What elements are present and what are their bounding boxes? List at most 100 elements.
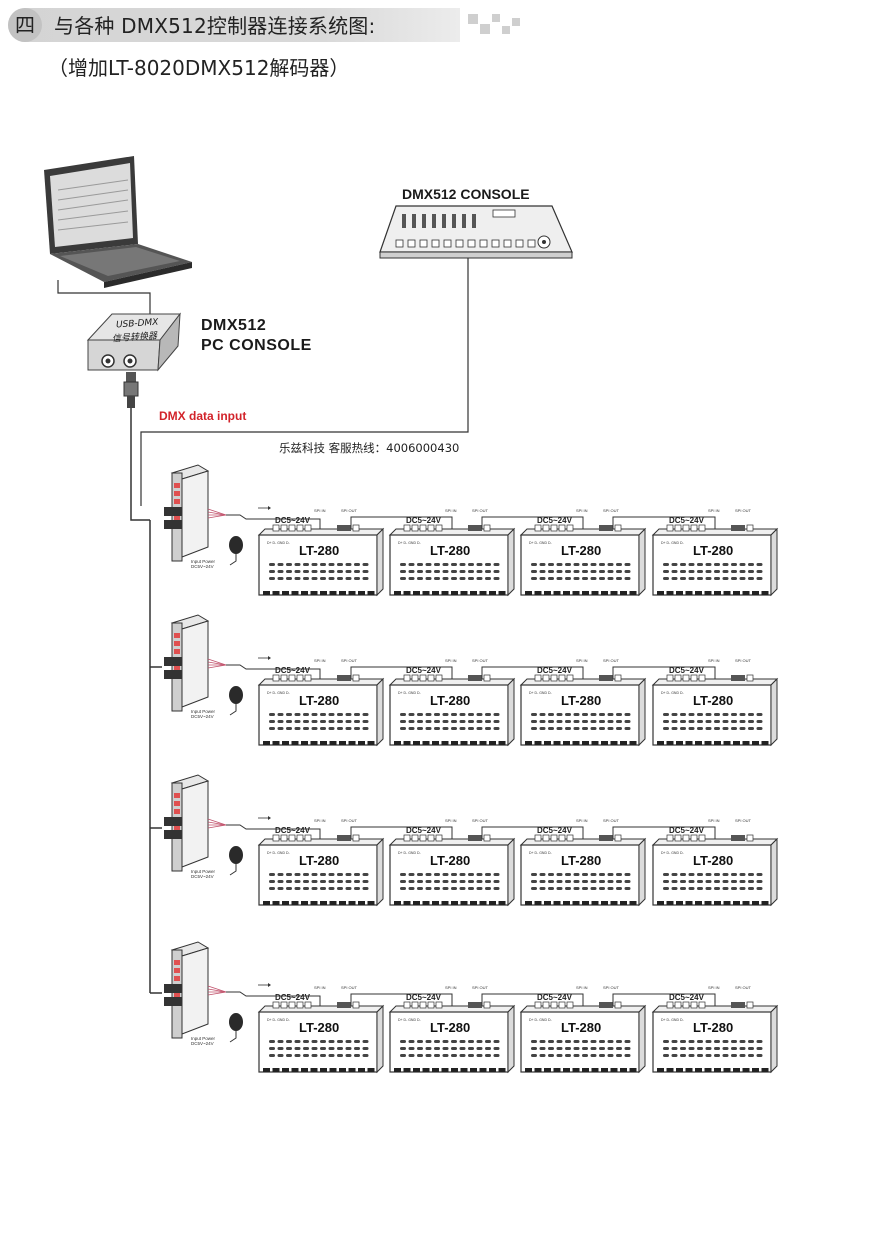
terminal-label: D+ D- GND D- [661,1018,684,1022]
spi-cable [350,993,453,1006]
spi-in-label: SPI IN [576,508,588,513]
power-adapter-icon [229,846,243,864]
spi-in-label: SPI IN [708,658,720,663]
section-subtitle: （增加LT-8020DMX512解码器） [48,56,350,80]
terminal-label: D+ D- GND D- [661,851,684,855]
voltage-label: DC5~24V [669,826,705,835]
model-label: LT-280 [693,1020,733,1035]
spi-in-label: SPI IN [314,508,326,513]
spi-cable [350,826,453,839]
voltage-label: DC5~24V [406,666,442,675]
terminal-label: D+ D- GND D- [661,691,684,695]
spi-out-label: SPI OUT [603,658,620,663]
decor-square [468,14,478,24]
spi-cable [612,993,716,1006]
voltage-label: DC5~24V [406,516,442,525]
spi-in-label: SPI IN [445,658,457,663]
terminal-label: D+ D- GND D- [529,691,552,695]
spi-cable [481,666,584,679]
terminal-label: D+ D- GND D- [398,851,421,855]
spi-cable [350,666,453,679]
spi-out-label: SPI OUT [341,508,358,513]
spi-cable [612,666,716,679]
spi-out-label: SPI OUT [341,818,358,823]
power-label: DC5V~24V [191,564,214,569]
power-adapter-icon [229,686,243,704]
spi-out-label: SPI OUT [735,508,752,513]
model-label: LT-280 [430,543,470,558]
section-number: 四 [8,8,42,42]
spi-in-label: SPI IN [576,985,588,990]
spi-in-label: SPI IN [708,985,720,990]
spi-out-label: SPI OUT [472,658,489,663]
spi-in-label: SPI IN [314,818,326,823]
spi-in-label: SPI IN [708,818,720,823]
heading-bar [8,8,460,42]
model-label: LT-280 [430,1020,470,1035]
model-label: LT-280 [693,543,733,558]
spi-in-label: SPI IN [708,508,720,513]
terminal-label: D+ D- GND D- [267,691,290,695]
hotline-text: 乐兹科技 客服热线：4006000430 [279,441,460,455]
pc-console-line1: DMX512 [201,317,267,334]
voltage-label: DC5~24V [275,993,311,1002]
voltage-label: DC5~24V [537,516,573,525]
model-label: LT-280 [430,853,470,868]
spi-out-label: SPI OUT [603,985,620,990]
model-label: LT-280 [693,693,733,708]
terminal-label: D+ D- GND D- [398,691,421,695]
terminal-label: D+ D- GND D- [529,541,552,545]
power-label: DC5V~24V [191,714,214,719]
model-label: LT-280 [561,543,601,558]
voltage-label: DC5~24V [669,516,705,525]
spi-out-label: SPI OUT [735,818,752,823]
spi-in-label: SPI IN [314,658,326,663]
spi-cable [481,516,584,529]
spi-in-label: SPI IN [445,508,457,513]
power-label: Input Power [191,1036,216,1041]
spi-out-label: SPI OUT [341,658,358,663]
power-label: DC5V~24V [191,1041,214,1046]
lt8020-decoder-icon [164,614,227,712]
model-label: LT-280 [430,693,470,708]
voltage-label: DC5~24V [275,666,311,675]
model-label: LT-280 [561,1020,601,1035]
power-label: Input Power [191,559,216,564]
section-title: 与各种 DMX512控制器连接系统图: [54,14,376,38]
terminal-label: D+ D- GND D- [267,851,290,855]
decor-square [512,18,520,26]
power-label: DC5V~24V [191,874,214,879]
terminal-label: D+ D- GND D- [529,1018,552,1022]
laptop-icon [44,156,192,288]
spi-cable [350,516,453,529]
dmx-input-label: DMX data input [159,409,247,423]
voltage-label: DC5~24V [537,826,573,835]
model-label: LT-280 [299,1020,339,1035]
console-label: DMX512 CONSOLE [402,186,530,202]
terminal-label: D+ D- GND D- [398,1018,421,1022]
spi-out-label: SPI OUT [472,985,489,990]
pc-console-line2: PC CONSOLE [201,337,312,354]
lt8020-decoder-icon [164,941,227,1039]
power-adapter-icon [229,536,243,554]
terminal-label: D+ D- GND D- [267,1018,290,1022]
